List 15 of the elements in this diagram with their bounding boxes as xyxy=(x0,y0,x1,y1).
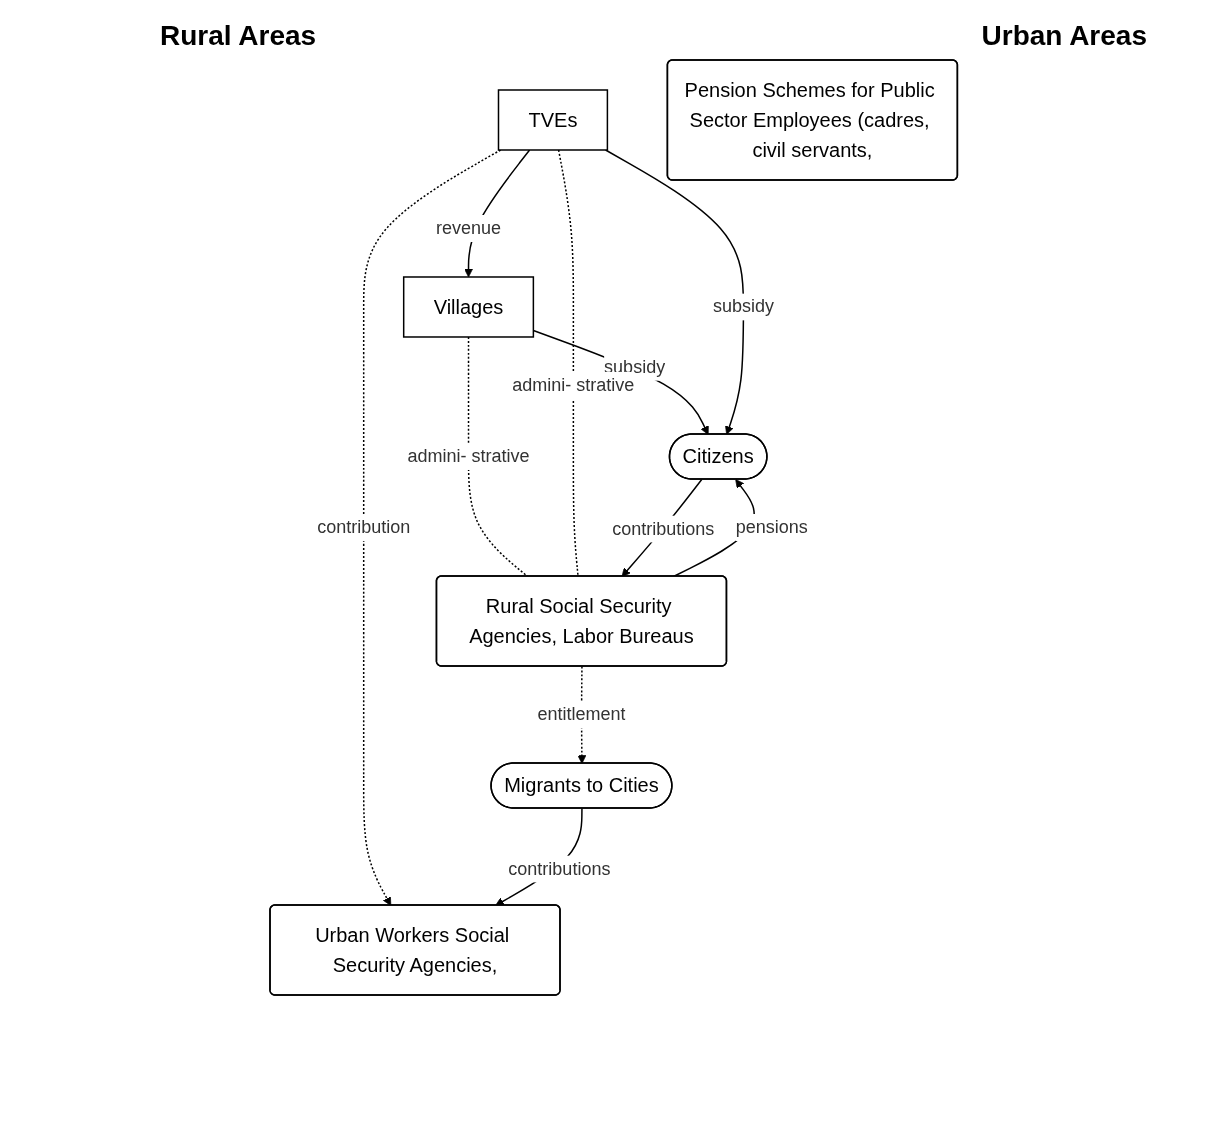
area-heading: Rural Areas xyxy=(160,20,317,52)
edge-label: contribution xyxy=(316,516,411,537)
node-box: TVEs xyxy=(497,89,608,151)
arrow xyxy=(604,149,744,435)
edge-label: contributions xyxy=(508,858,611,879)
edge-label: admini- strative xyxy=(407,445,530,466)
area-heading: Urban Areas xyxy=(981,20,1147,52)
edge-label: revenue xyxy=(435,217,501,238)
edge-label: entitlement xyxy=(537,704,626,725)
edge-label: contributions xyxy=(612,518,715,539)
node-box: Villages xyxy=(402,276,534,338)
edge-label: subsidy xyxy=(712,296,774,317)
arrow xyxy=(362,149,502,906)
edge-label: admini- strative xyxy=(512,375,635,395)
edge-label: pensions xyxy=(735,516,808,537)
